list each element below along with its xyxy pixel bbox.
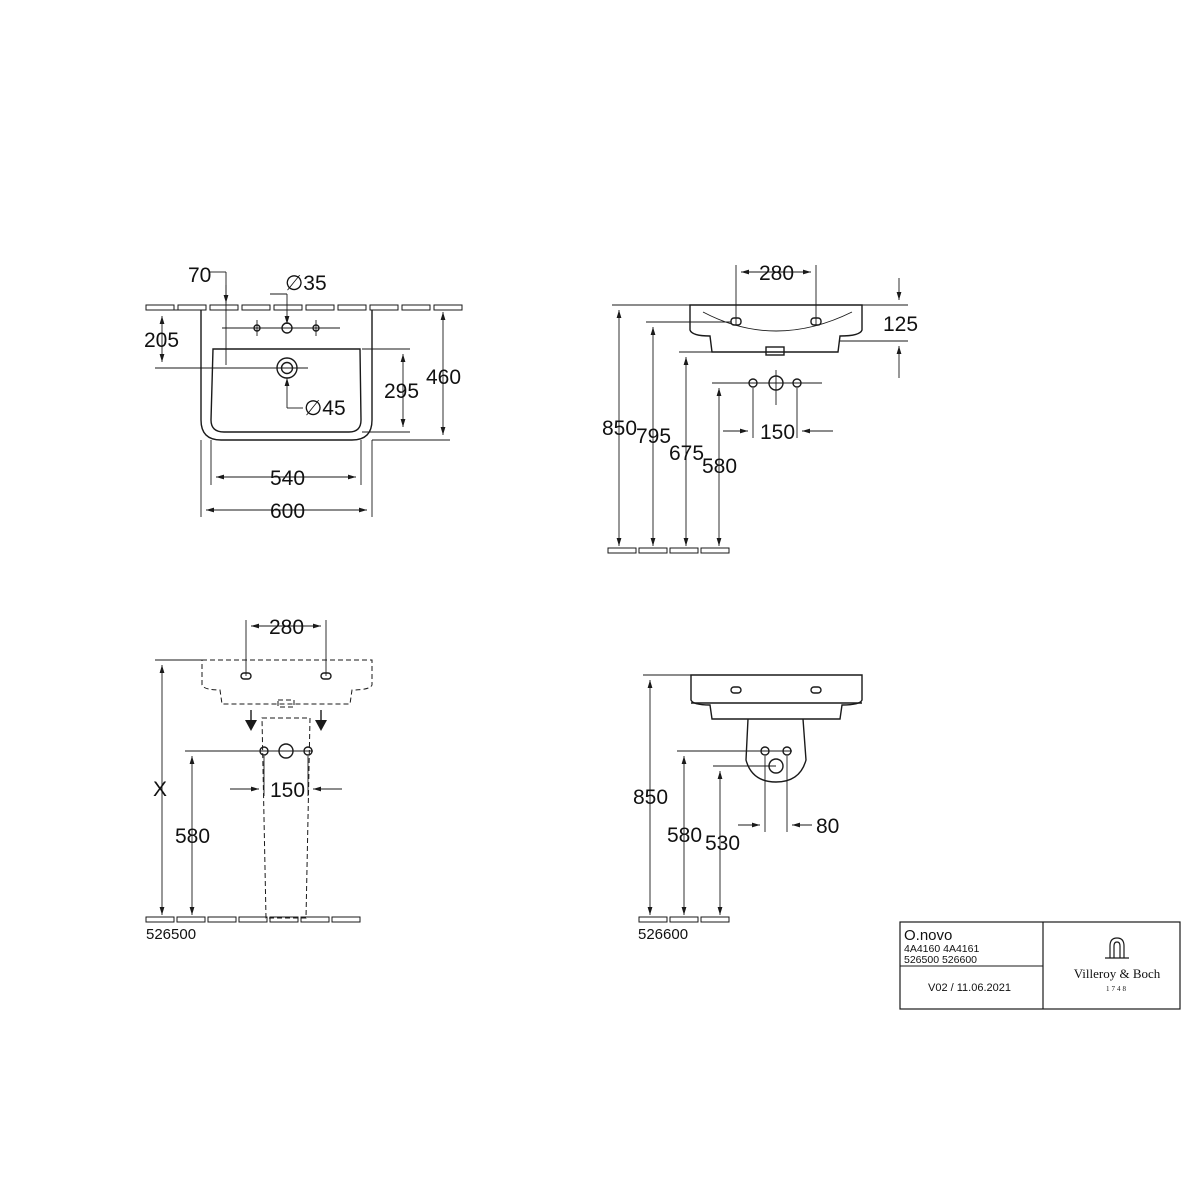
dim-540: 540 [270,467,305,490]
waste-outlet [765,346,785,356]
front-view-wall: 280 125 850 795 675 580 [602,262,918,554]
floor-strip [145,916,361,923]
dim-205: 205 [144,329,179,352]
basin-outline [690,674,863,720]
product-codes-1: 4A4160 4A4161 [904,943,979,955]
brand-year: 1748 [1106,985,1128,993]
dim-dia45: ∅45 [304,397,346,420]
dim-580: 580 [702,455,737,478]
bowl-outline [210,348,362,433]
dim-x: X [153,778,167,801]
supply-connections [259,743,313,796]
drain-icon [155,357,308,379]
dim-150: 150 [270,779,305,802]
floor-strip [638,916,730,923]
tap-hole-left [730,686,742,694]
dim-580: 580 [667,824,702,847]
dim-295: 295 [384,380,419,403]
dim-280: 280 [269,616,304,639]
dim-580: 580 [175,825,210,848]
dim-600: 600 [270,500,305,523]
top-view: 70 ∅35 205 ∅45 295 460 540 600 [144,264,463,523]
dim-280: 280 [759,262,794,285]
dim-460: 460 [426,366,461,389]
pedestal-view: 280 X 580 150 526500 [145,616,373,943]
basin-dashed [201,659,373,705]
supply-connections [760,746,792,832]
fountain-icon [1105,937,1129,959]
brand-logo: Villeroy & Boch 1748 [1074,937,1161,993]
pedestal-dashed [261,717,311,919]
dim-850: 850 [602,417,637,440]
dim-dia35: ∅35 [285,272,327,295]
dim-850: 850 [633,786,668,809]
ref-code: 526600 [638,926,688,943]
product-codes-2: 526500 526600 [904,954,977,966]
supply-connections [748,370,802,438]
floor-strip [607,547,730,554]
wall-strip [145,304,463,311]
tap-hole-right [810,686,822,694]
dim-530: 530 [705,832,740,855]
semi-pedestal [745,718,807,783]
arrow-down-icon [245,710,327,731]
bowl-curve [702,311,853,332]
dim-795: 795 [636,425,671,448]
basin-outline [200,310,373,441]
basin-profile [689,304,863,353]
dim-150: 150 [760,421,795,444]
version-date: V02 / 11.06.2021 [928,982,1011,994]
dim-125: 125 [883,313,918,336]
tap-holes [222,320,340,336]
dim-675: 675 [669,442,704,465]
title-block: O.novo 4A4160 4A4161 526500 526600 V02 /… [899,921,1181,1010]
dim-70: 70 [188,264,211,287]
product-name: O.novo [904,927,952,944]
ref-code: 526500 [146,926,196,943]
brand-name: Villeroy & Boch [1074,966,1161,981]
semi-pedestal-view: 850 580 530 80 526600 [633,674,863,943]
dim-80: 80 [816,815,839,838]
